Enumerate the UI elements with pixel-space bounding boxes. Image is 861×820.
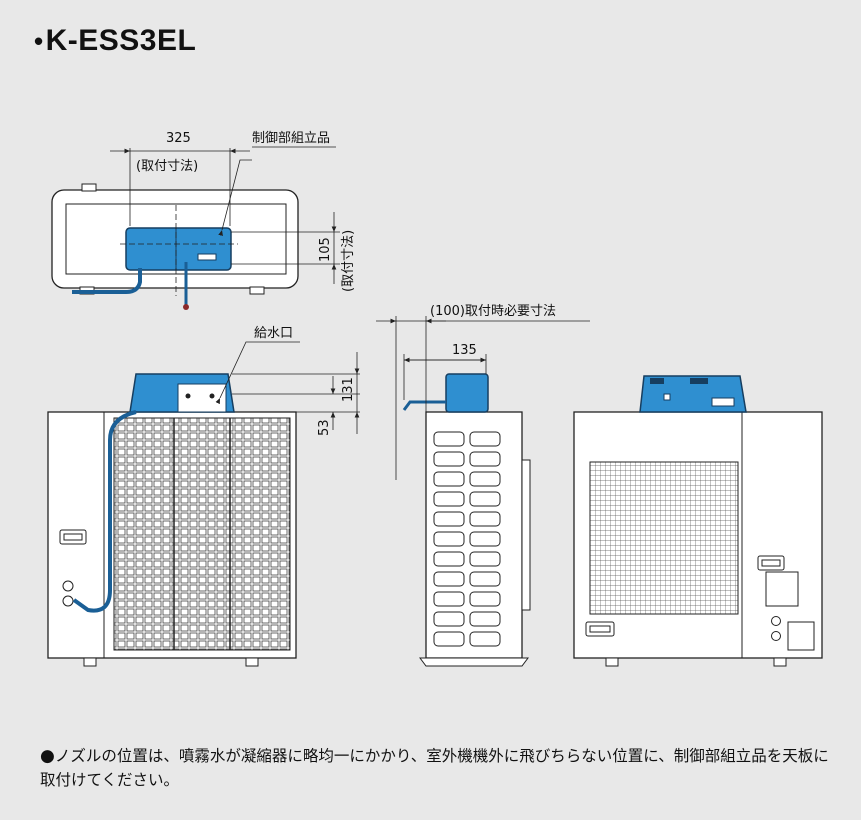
note-bullet: ● xyxy=(40,746,55,766)
model-title: •K-ESS3EL xyxy=(34,24,196,58)
side-dim-clearance: (100)取付時必要寸法 xyxy=(430,304,556,319)
top-dim-depth: 105 xyxy=(318,237,333,262)
note-text: ノズルの位置は、噴霧水が凝縮器に略均一にかかり、室外機機外に飛びちらない位置に、… xyxy=(40,747,829,789)
model-name: K-ESS3EL xyxy=(45,24,197,57)
hose-top xyxy=(72,268,142,294)
top-dim-width: 325 xyxy=(166,131,191,146)
front-grille xyxy=(113,417,291,651)
top-dim-width-sub: (取付寸法) xyxy=(136,159,198,174)
side-dim-width: 135 xyxy=(452,343,477,358)
front-dim-height: 131 xyxy=(341,377,356,402)
rear-view xyxy=(573,375,823,667)
control-unit-side xyxy=(445,373,489,413)
title-bullet: • xyxy=(34,26,44,56)
side-vents xyxy=(433,431,501,647)
installation-note: ●ノズルの位置は、噴霧水が凝縮器に略均一にかかり、室外機機外に飛びちらない位置に… xyxy=(40,744,840,792)
control-unit-top xyxy=(125,227,232,271)
top-dim-depth-sub: (取付寸法) xyxy=(341,230,356,292)
top-view xyxy=(51,146,340,310)
front-dim-offset: 53 xyxy=(317,419,332,436)
hose-front xyxy=(72,410,137,613)
control-unit-label: 制御部組立品 xyxy=(252,131,330,146)
inlet-label: 給水口 xyxy=(254,326,293,341)
rear-mesh xyxy=(589,461,739,615)
side-view xyxy=(376,316,590,667)
front-view xyxy=(47,341,360,667)
